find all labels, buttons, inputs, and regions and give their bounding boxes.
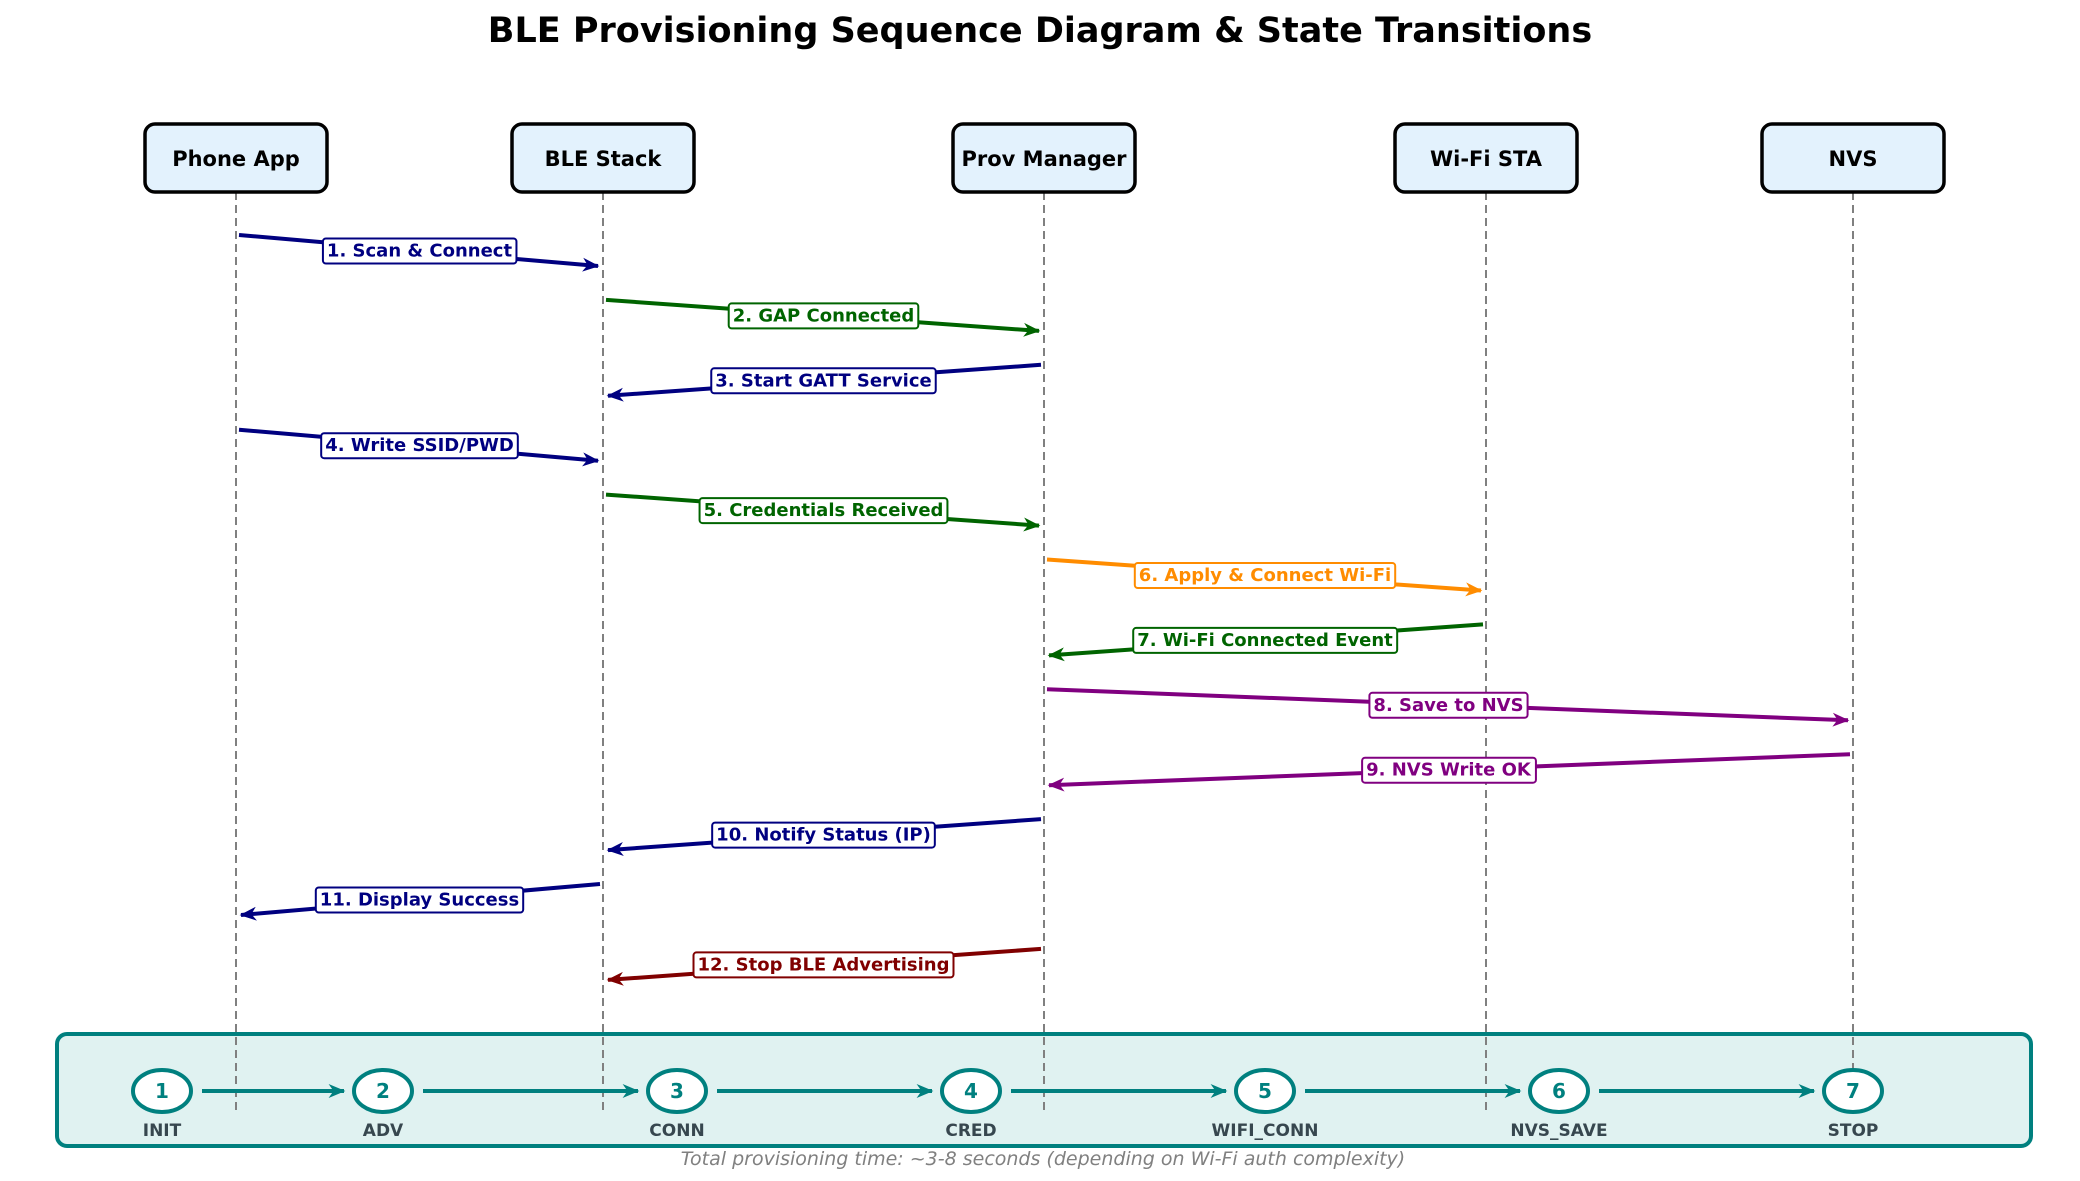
message-label-box — [727, 302, 920, 330]
state-number: 6 — [1552, 1079, 1566, 1103]
actor-phone: Phone App — [143, 122, 329, 194]
message-7: 7. Wi-Fi Connected Event — [1047, 622, 1484, 662]
message-label-box — [711, 821, 936, 849]
state-name: NVS_SAVE — [1510, 1121, 1607, 1141]
state-name: ADV — [363, 1121, 404, 1141]
messages: 1. Scan & Connect 2. GAP Connected 3. Star… — [238, 233, 1851, 986]
message-10: 10. Notify Status (IP) — [606, 817, 1042, 856]
message-6: 6. Apply & Connect Wi-Fi — [1046, 557, 1483, 597]
actors: Phone App BLE Stack Prov Manager Wi-Fi STA N… — [143, 122, 1946, 194]
message-4: 4. Write SSID/PWD — [238, 427, 600, 467]
actor-label: NVS — [1829, 147, 1878, 171]
message-label: 10. Notify Status (IP) — [716, 825, 931, 846]
actor-prov: Prov Manager — [951, 122, 1137, 194]
message-label-box — [1133, 562, 1397, 589]
message-9: 9. NVS Write OK — [1047, 752, 1851, 792]
actor-box — [951, 122, 1137, 194]
state-number: 4 — [964, 1079, 978, 1103]
actor-label: Wi-Fi STA — [1430, 147, 1543, 171]
diagram-title: BLE Provisioning Sequence Diagram & Stat… — [488, 11, 1592, 51]
message-label-box — [698, 497, 949, 525]
message-label: 12. Stop BLE Advertising — [698, 954, 950, 975]
message-label: 2. GAP Connected — [733, 305, 915, 326]
actor-box — [510, 122, 696, 194]
actor-nvs: NVS — [1760, 122, 1946, 194]
state-node — [940, 1068, 1002, 1114]
actor-label: Prov Manager — [962, 147, 1128, 171]
message-11: 11. Display Success — [239, 882, 601, 921]
message-3: 3. Start GATT Service — [606, 362, 1042, 402]
message-label: 7. Wi-Fi Connected Event — [1137, 630, 1393, 651]
state-node — [352, 1068, 414, 1114]
message-1: 1. Scan & Connect — [238, 233, 600, 272]
message-label: 9. NVS Write OK — [1366, 760, 1532, 781]
actor-box — [1393, 122, 1579, 194]
message-label: 1. Scan & Connect — [327, 241, 513, 262]
state-name: STOP — [1828, 1121, 1879, 1141]
footer-note: Total provisioning time: ~3-8 seconds (d… — [681, 1148, 1405, 1170]
message-label: 4. Write SSID/PWD — [325, 435, 514, 456]
message-2: 2. GAP Connected — [605, 297, 1041, 337]
state-number: 1 — [155, 1079, 169, 1103]
message-label-box — [1132, 626, 1399, 654]
actor-box — [143, 122, 329, 194]
actor-label: Phone App — [172, 147, 300, 171]
message-label: 8. Save to NVS — [1373, 695, 1523, 716]
state-node — [646, 1068, 708, 1114]
message-8: 8. Save to NVS — [1046, 687, 1850, 727]
actor-box — [1760, 122, 1946, 194]
state-name: CRED — [945, 1121, 996, 1141]
message-label-box — [321, 237, 518, 265]
message-label: 5. Credentials Received — [704, 500, 944, 521]
state-node — [1528, 1068, 1590, 1114]
message-label: 11. Display Success — [320, 890, 519, 911]
state-name: CONN — [649, 1121, 704, 1141]
actor-ble: BLE Stack — [510, 122, 696, 194]
actor-wifi: Wi-Fi STA — [1393, 122, 1579, 194]
state-number: 3 — [670, 1079, 684, 1103]
message-label-box — [710, 367, 937, 395]
message-label-box — [692, 951, 955, 979]
message-label: 3. Start GATT Service — [715, 370, 931, 391]
state-number: 7 — [1846, 1079, 1860, 1103]
state-name: WIFI_CONN — [1212, 1121, 1319, 1141]
state-number: 5 — [1258, 1079, 1272, 1103]
state-name: INIT — [143, 1121, 182, 1141]
message-12: 12. Stop BLE Advertising — [606, 946, 1042, 986]
lifelines — [235, 192, 1854, 1112]
message-label-box — [1361, 756, 1537, 784]
message-5: 5. Credentials Received — [605, 492, 1041, 532]
message-label-box — [314, 886, 525, 914]
state-number: 2 — [376, 1079, 390, 1103]
actor-label: BLE Stack — [545, 147, 663, 171]
message-label-box — [320, 432, 519, 460]
message-label: 6. Apply & Connect Wi-Fi — [1139, 565, 1391, 586]
message-label-box — [1368, 691, 1529, 719]
state-node — [131, 1068, 193, 1114]
state-node — [1234, 1068, 1296, 1114]
state-node — [1822, 1068, 1884, 1114]
